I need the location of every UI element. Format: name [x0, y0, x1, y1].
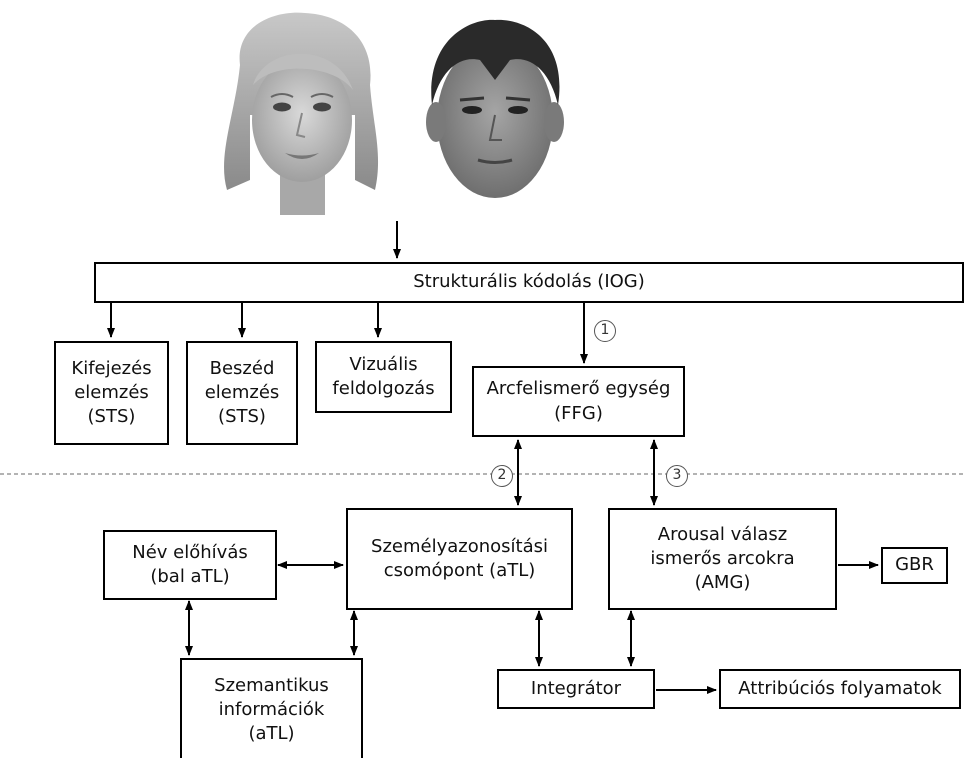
- identity-node-box: Személyazonosítási csomópont (aTL): [346, 508, 573, 610]
- male-face-image: [426, 19, 564, 198]
- semantic-information-box: Szemantikus információk (aTL): [180, 658, 363, 758]
- name-retrieval-label: Név előhívás (bal aTL): [132, 541, 248, 587]
- gbr-box: GBR: [881, 547, 948, 584]
- arousal-response-box: Arousal válasz ismerős arcokra (AMG): [608, 508, 837, 610]
- identity-node-label: Személyazonosítási csomópont (aTL): [371, 535, 548, 581]
- path-number-1: 1: [594, 320, 616, 342]
- integrator-box: Integrátor: [497, 669, 655, 709]
- speech-analysis-label: Beszéd elemzés (STS): [204, 357, 280, 428]
- integrator-label: Integrátor: [530, 677, 622, 699]
- attribution-processes-label: Attribúciós folyamatok: [738, 677, 942, 699]
- gbr-label: GBR: [895, 554, 934, 576]
- expression-analysis-box: Kifejezés elemzés (STS): [54, 341, 169, 445]
- attribution-processes-box: Attribúciós folyamatok: [719, 669, 961, 709]
- expression-analysis-label: Kifejezés elemzés (STS): [71, 357, 152, 428]
- visual-processing-box: Vizuális feldolgozás: [315, 341, 452, 413]
- path-number-2: 2: [491, 465, 513, 487]
- structural-encoding-label: Strukturális kódolás (IOG): [413, 271, 645, 293]
- arousal-response-label: Arousal válasz ismerős arcokra (AMG): [650, 523, 795, 594]
- face-recognition-unit-label: Arcfelismerő egység (FFG): [486, 378, 671, 424]
- female-face-image: [224, 12, 379, 215]
- semantic-information-label: Szemantikus információk (aTL): [214, 674, 329, 745]
- speech-analysis-box: Beszéd elemzés (STS): [186, 341, 298, 445]
- structural-encoding-box: Strukturális kódolás (IOG): [94, 262, 964, 303]
- visual-processing-label: Vizuális feldolgozás: [332, 353, 435, 399]
- name-retrieval-box: Név előhívás (bal aTL): [103, 530, 277, 600]
- path-number-3: 3: [666, 465, 688, 487]
- face-recognition-unit-box: Arcfelismerő egység (FFG): [472, 366, 685, 437]
